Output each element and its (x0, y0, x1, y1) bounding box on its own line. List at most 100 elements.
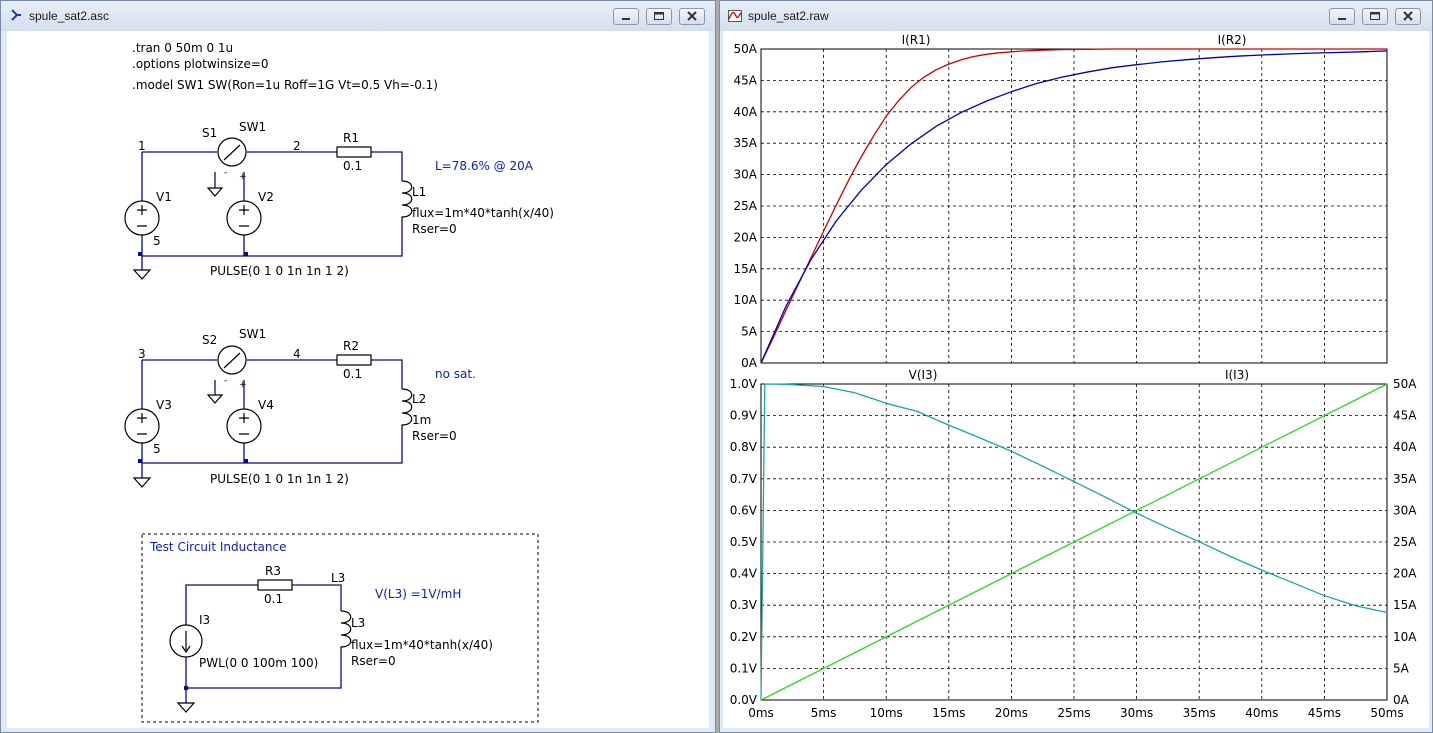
trace-vi3[interactable] (760, 383, 1388, 701)
close-button[interactable] (1395, 8, 1421, 25)
resistor-r2[interactable] (336, 354, 372, 366)
s2-minus: - (224, 376, 227, 386)
waveform-titlebar[interactable]: spule_sat2.raw (720, 1, 1432, 31)
voltage-source-v3[interactable] (124, 408, 160, 444)
resistor-r1[interactable] (336, 146, 372, 158)
trace-legend-ii3[interactable]: I(I3) (1225, 368, 1249, 382)
r1-name: R1 (343, 131, 359, 145)
inductor-l3[interactable] (340, 610, 352, 653)
y-tick-label: 0.7V (730, 472, 758, 486)
y-tick-label: 0.9V (730, 409, 758, 423)
minimize-button[interactable] (1329, 8, 1355, 25)
v1-polarity (137, 205, 147, 227)
restore-button[interactable] (1362, 8, 1388, 25)
trace-ir2[interactable] (760, 50, 1388, 364)
x-tick-label: 0ms (748, 706, 774, 720)
trace-ir1[interactable] (760, 48, 1387, 364)
circuit-3 (185, 584, 342, 703)
x-tick-label: 25ms (1057, 706, 1090, 720)
schematic-titlebar[interactable]: spule_sat2.asc (1, 1, 715, 31)
v4-pulse: PULSE(0 1 0 1n 1n 1 2) (210, 472, 349, 486)
junction-1b (244, 252, 248, 256)
junction-2a (138, 459, 142, 463)
junction-1a (138, 252, 142, 256)
r1-value: 0.1 (343, 159, 362, 173)
minimize-icon (622, 18, 630, 20)
y-tick-label: 0.4V (730, 567, 758, 581)
test-circuit-box[interactable] (141, 533, 539, 723)
trace-legend-ir1[interactable]: I(R1) (902, 33, 931, 47)
y-tick-label: 50A (734, 42, 758, 56)
ground-3 (176, 702, 196, 713)
y-tick-label-right: 20A (1393, 567, 1417, 581)
ground-s2-ctrl (206, 394, 224, 404)
x-tick-label: 15ms (932, 706, 965, 720)
v2-polarity (239, 205, 249, 227)
node-label-5b: 5 (153, 442, 161, 456)
y-tick-label: 40A (734, 105, 758, 119)
y-tick-label: 20A (734, 230, 758, 244)
restore-icon (1370, 12, 1380, 20)
x-tick-label: 20ms (995, 706, 1028, 720)
s1-minus: - (224, 168, 227, 178)
minimize-icon (1338, 18, 1346, 20)
directive-options[interactable]: .options plotwinsize=0 (132, 57, 269, 71)
voltage-source-v2[interactable] (226, 200, 262, 236)
close-icon (687, 11, 697, 21)
v4-name: V4 (258, 398, 274, 412)
l3-note: V(L3) =1V/mH (375, 587, 461, 601)
plot-pane-test[interactable]: 0.0V0.1V0.2V0.3V0.4V0.5V0.6V0.7V0.8V0.9V… (730, 368, 1418, 720)
voltage-source-v1[interactable] (124, 200, 160, 236)
v1-name: V1 (156, 190, 172, 204)
i3-pwl: PWL(0 0 100m 100) (199, 656, 318, 670)
v3-name: V3 (156, 398, 172, 412)
ground-1 (132, 269, 152, 280)
s2-model: SW1 (239, 327, 266, 341)
y-tick-label: 30A (734, 168, 758, 182)
directive-tran[interactable]: .tran 0 50m 0 1u (132, 41, 233, 55)
v4-polarity (239, 413, 249, 435)
minimize-button[interactable] (613, 8, 639, 25)
junction-3 (184, 686, 188, 690)
y-tick-label: 0.5V (730, 535, 758, 549)
junction-2b (244, 459, 248, 463)
y-tick-label-right: 40A (1393, 440, 1417, 454)
x-tick-label: 50ms (1370, 706, 1403, 720)
inductor-l2[interactable] (401, 388, 413, 429)
resistor-r3[interactable] (257, 579, 293, 591)
y-tick-label: 15A (734, 262, 758, 276)
schematic-canvas[interactable]: .tran 0 50m 0 1u .options plotwinsize=0 … (7, 31, 709, 728)
y-tick-label: 0.8V (730, 440, 758, 454)
l1-note: L=78.6% @ 20A (435, 159, 534, 173)
close-button[interactable] (679, 8, 705, 25)
voltage-source-v4[interactable] (226, 408, 262, 444)
l2-value: 1m (412, 413, 431, 427)
y-tick-label: 0.0V (730, 693, 758, 707)
trace-ii3[interactable] (760, 383, 1388, 701)
l3-value: flux=1m*40*tanh(x/40) (351, 638, 493, 652)
y-tick-label-right: 35A (1393, 472, 1417, 486)
switch-s1-blade (223, 144, 241, 161)
maximize-button[interactable] (646, 8, 672, 25)
inductor-l1[interactable] (401, 180, 413, 221)
plot-pane-currents[interactable]: 0A5A10A15A20A25A30A35A40A45A50AI(R1)I(R2… (734, 33, 1388, 370)
schematic-window: spule_sat2.asc .tran 0 50m 0 1u .options… (0, 0, 716, 733)
x-tick-label: 40ms (1245, 706, 1278, 720)
trace-legend-ir2[interactable]: I(R2) (1218, 33, 1247, 47)
y-tick-label-right: 15A (1393, 598, 1417, 612)
r3-value: 0.1 (264, 592, 283, 606)
y-tick-label-right: 50A (1393, 377, 1417, 391)
s1-plus: + (239, 172, 247, 182)
directive-model[interactable]: .model SW1 SW(Ron=1u Roff=1G Vt=0.5 Vh=-… (132, 78, 438, 92)
waveform-plots[interactable]: 0A5A10A15A20A25A30A35A40A45A50AI(R1)I(R2… (723, 31, 1429, 728)
trace-legend-vi3[interactable]: V(I3) (909, 368, 938, 382)
l2-note: no sat. (435, 367, 476, 381)
y-tick-label: 45A (734, 73, 758, 87)
l1-rser: Rser=0 (412, 222, 457, 236)
y-tick-label: 0.3V (730, 598, 758, 612)
waveform-viewer-icon (728, 10, 742, 22)
v2-pulse: PULSE(0 1 0 1n 1n 1 2) (210, 264, 349, 278)
schematic-drawing[interactable]: .tran 0 50m 0 1u .options plotwinsize=0 … (7, 31, 709, 728)
